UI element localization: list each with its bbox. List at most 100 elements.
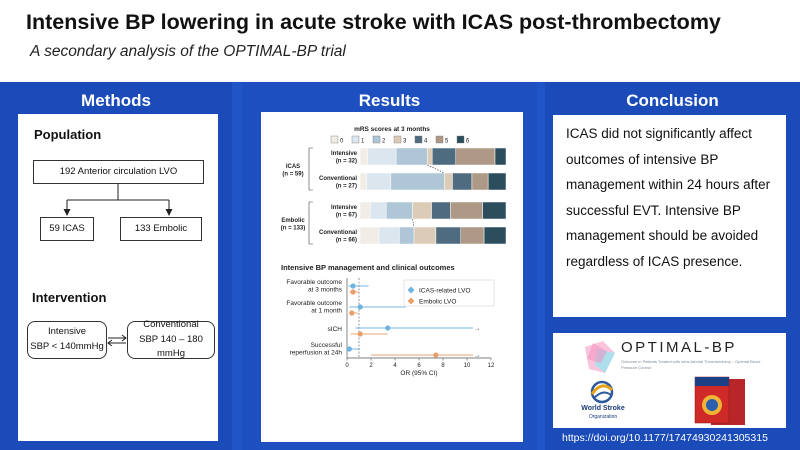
mrs-connector-line [427, 164, 445, 174]
mrs-bar-segment [399, 226, 415, 245]
mrs-bar-segment [487, 172, 507, 191]
forest-point [346, 346, 352, 352]
forest-point [357, 331, 363, 337]
optimal-bp-logo-icon [585, 341, 615, 373]
mrs-group-bracket [308, 147, 313, 191]
conclusion-heading: Conclusion [626, 91, 719, 110]
forest-x-tick-label: 4 [393, 363, 397, 369]
mrs-group-n: (n = 133) [281, 226, 306, 232]
organization-name: World Stroke [581, 405, 625, 412]
forest-point [350, 289, 356, 295]
forest-truncated-marker: → [474, 326, 480, 332]
doi-link[interactable]: https://doi.org/10.1177/1747493024130531… [562, 432, 768, 444]
mrs-legend-label: 1 [361, 139, 365, 145]
organization-subtitle: Organization [588, 414, 618, 420]
conventional-arm-target: SBP 140 – 180 mmHg [139, 333, 203, 360]
forest-outcome-label: Successful [311, 342, 343, 349]
forest-title: Intensive BP management and clinical out… [281, 263, 455, 272]
population-arrows [63, 184, 173, 216]
forest-outcome-label: at 1 month [311, 308, 342, 315]
forest-legend-marker [407, 297, 415, 305]
mrs-bar-segment [427, 147, 433, 166]
embolic-group-box: 133 Embolic [120, 217, 202, 241]
methods-heading: Methods [81, 91, 151, 110]
forest-x-tick-label: 2 [369, 363, 373, 369]
population-heading: Population [34, 127, 102, 142]
mrs-legend-swatch [330, 135, 339, 144]
mrs-bar-segment [431, 201, 451, 220]
forest-x-tick-label: 0 [345, 363, 349, 369]
forest-x-label: OR (95% CI) [400, 370, 437, 377]
mrs-group-label: ICAS [286, 164, 300, 170]
forest-outcome-label: Favorable outcome [286, 279, 342, 286]
icas-group-box: 59 ICAS [40, 217, 94, 241]
mrs-bar-segment [435, 226, 461, 245]
mrs-legend-swatch [435, 135, 444, 144]
forest-legend-box [403, 279, 495, 307]
mrs-bar-segment [395, 147, 428, 166]
page-title: Intensive BP lowering in acute stroke wi… [26, 10, 721, 34]
mrs-bar-segment [412, 201, 432, 220]
forest-outcome-label: reperfusion at 24h [290, 350, 343, 357]
mrs-bar-segment [359, 147, 369, 166]
mrs-bar-segment [378, 226, 400, 245]
conclusion-panel: Conclusion ICAS did not significantly af… [545, 82, 800, 450]
forest-legend-label: Embolic LVO [419, 299, 456, 306]
mrs-arm-label: Conventional [319, 176, 357, 182]
mrs-arm-n: (n = 66) [336, 238, 357, 244]
forest-x-tick-label: 12 [488, 363, 495, 369]
conclusion-text: ICAS did not significantly affect outcom… [566, 126, 771, 269]
intervention-arrows [107, 334, 127, 346]
mrs-bar-segment [386, 201, 413, 220]
mrs-group-label: Embolic [281, 218, 305, 224]
intensive-arm-label: Intensive [47, 326, 87, 338]
results-heading: Results [358, 91, 421, 110]
mrs-bar-segment [359, 226, 380, 245]
forest-outcome-label: sICH [328, 326, 343, 333]
mrs-legend-label: 5 [445, 139, 449, 145]
methods-panel: Methods Population 192 Anterior circulat… [0, 82, 232, 450]
mrs-bar-segment [359, 201, 371, 220]
methods-card: Population 192 Anterior circulation LVO … [18, 114, 218, 441]
trial-logo-subtitle: Outcome in Patients Treated with Intra-A… [621, 359, 761, 370]
mrs-bar-segment [359, 172, 367, 191]
page-subtitle: A secondary analysis of the OPTIMAL-BP t… [30, 43, 346, 60]
mrs-bar-segment [369, 201, 387, 220]
mrs-arm-label: Intensive [331, 205, 358, 211]
conclusion-card: ICAS did not significantly affect outcom… [553, 115, 786, 317]
mrs-bar-segment [366, 172, 392, 191]
intensive-arm-target: SBP < 140mmHg [30, 341, 104, 352]
mrs-bar-segment [431, 147, 457, 166]
mrs-bar-segment [444, 172, 453, 191]
mrs-bar-segment [460, 226, 485, 245]
intensive-arm-box: Intensive SBP < 140mmHg [27, 321, 107, 359]
intervention-heading: Intervention [32, 290, 107, 305]
forest-outcome-label: Favorable outcome [286, 300, 342, 307]
mrs-legend-swatch [372, 135, 381, 144]
conventional-arm-label: Conventional [143, 318, 199, 330]
mrs-legend-swatch [351, 135, 360, 144]
forest-point [433, 352, 439, 358]
forest-point [349, 310, 355, 316]
mrs-arm-label: Conventional [319, 230, 357, 236]
mrs-legend-label: 6 [466, 139, 470, 145]
world-stroke-globe-icon [590, 380, 614, 404]
forest-point [385, 325, 391, 331]
mrs-bar-segment [471, 172, 489, 191]
mrs-chart-title: mRS scores at 3 months [354, 126, 430, 133]
mrs-bar-segment [390, 172, 445, 191]
forest-legend-marker [407, 286, 415, 294]
mrs-legend-swatch [456, 135, 465, 144]
mrs-arm-n: (n = 32) [336, 159, 357, 165]
mrs-bar-segment [483, 226, 507, 245]
trial-logo-name: OPTIMAL-BP [621, 339, 737, 356]
mrs-arm-n: (n = 67) [336, 213, 357, 219]
mrs-bar-segment [367, 147, 397, 166]
mrs-bar-segment [450, 201, 483, 220]
mrs-legend-label: 4 [424, 139, 428, 145]
forest-legend-label: ICAS-related LVO [419, 288, 471, 295]
mrs-group-n: (n = 59) [282, 172, 303, 178]
